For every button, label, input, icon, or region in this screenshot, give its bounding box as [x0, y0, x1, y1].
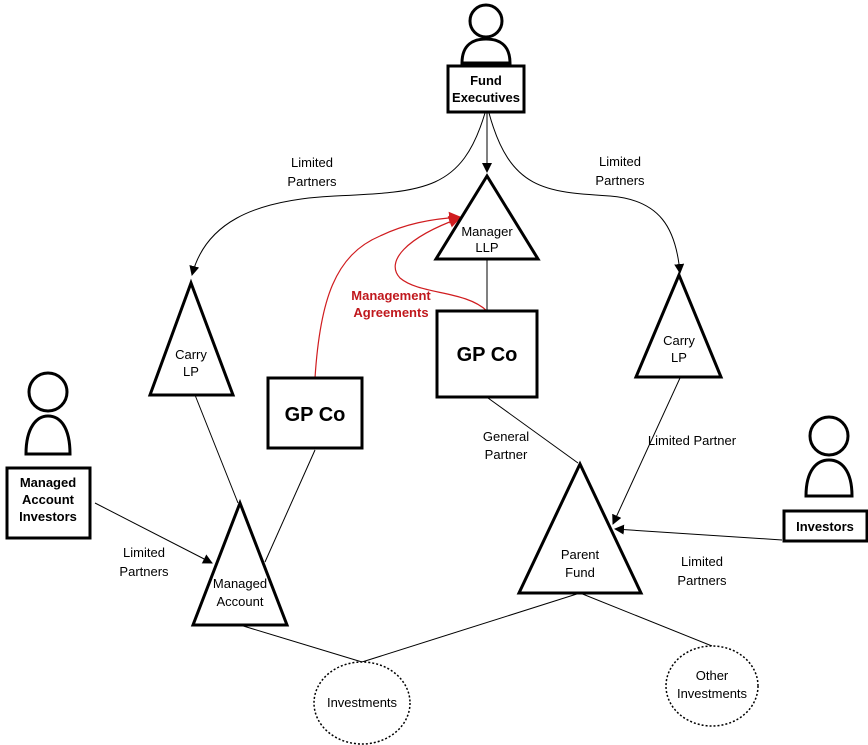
carry-lp-right-label-2: LP: [671, 350, 687, 365]
management-agreement-arrow-gpco-left: [314, 211, 461, 379]
gp-co-left-label: GP Co: [285, 404, 346, 426]
edge-parent-fund-to-other-investments: [579, 592, 713, 647]
person-icon: [804, 415, 854, 498]
edge-mai-to-managed-account: [94, 502, 213, 564]
investments-ellipse: Investments: [313, 661, 411, 745]
limited-partners-managed-label-2: Partners: [119, 564, 169, 579]
edge-managed-account-to-investments: [239, 624, 363, 663]
investors-label: Investors: [796, 519, 854, 534]
manager-llp-label-1: Manager: [461, 224, 513, 239]
edge-carry-left-to-managed-account: [194, 394, 239, 504]
person-icon: [24, 371, 72, 456]
edge-parent-fund-to-investments: [361, 592, 581, 663]
limited-partners-left-label-1: Limited: [291, 155, 333, 170]
managed-account-investors-label-1: Managed: [20, 475, 76, 490]
management-agreements-label-1: Management: [351, 288, 431, 303]
limited-partners-managed-label-1: Limited: [123, 545, 165, 560]
other-investments-label-1: Other: [696, 668, 729, 683]
managed-account-triangle: Managed Account: [190, 498, 290, 627]
management-agreement-arrow-gpco-center: [394, 216, 488, 312]
general-partner-label-1: General: [483, 429, 529, 444]
manager-llp-label-2: LLP: [475, 240, 498, 255]
other-investments-label-2: Investments: [677, 686, 748, 701]
management-agreements-label-2: Agreements: [353, 305, 428, 320]
managed-account-investors-label-3: Investors: [19, 509, 77, 524]
fund-executives-label-1: Fund: [470, 73, 502, 88]
edge-investors-to-parent-fund: [614, 524, 783, 541]
gp-co-center-label: GP Co: [457, 344, 518, 366]
carry-lp-left-label-1: Carry: [175, 347, 207, 362]
limited-partners-right-label-1: Limited: [599, 154, 641, 169]
limited-partners-investors-label-2: Partners: [677, 573, 727, 588]
person-icon: [460, 3, 512, 65]
manager-llp-triangle: Manager LLP: [433, 173, 541, 261]
edge-gpco-left-to-managed-account: [264, 449, 316, 563]
fund-executives-box: Fund Executives: [446, 64, 526, 114]
edge-gpco-center-to-parent-fund: [487, 397, 579, 464]
edge-carry-right-to-parent-fund: [612, 377, 681, 525]
carry-lp-right-triangle: Carry LP: [633, 271, 724, 379]
limited-partners-investors-label-1: Limited: [681, 554, 723, 569]
parent-fund-label-2: Fund: [565, 565, 595, 580]
managed-account-investors-box: Managed Account Investors: [5, 466, 92, 540]
general-partner-label-2: Partner: [485, 447, 528, 462]
managed-account-label-2: Account: [217, 594, 264, 609]
investments-label: Investments: [327, 695, 398, 710]
limited-partner-label: Limited Partner: [648, 433, 737, 448]
managed-account-investors-label-2: Account: [22, 492, 75, 507]
investors-box: Investors: [782, 509, 868, 543]
edge-executives-to-carry-left: [189, 112, 486, 276]
other-investments-ellipse: Other Investments: [665, 645, 759, 727]
fund-executives-label-2: Executives: [452, 90, 520, 105]
limited-partners-right-label-2: Partners: [595, 173, 645, 188]
carry-lp-right-label-1: Carry: [663, 333, 695, 348]
edge-executives-to-carry-right: [488, 112, 685, 274]
carry-lp-left-label-2: LP: [183, 364, 199, 379]
carry-lp-left-triangle: Carry LP: [147, 278, 236, 397]
gp-co-center-box: GP Co: [435, 309, 539, 399]
parent-fund-label-1: Parent: [561, 547, 600, 562]
limited-partners-left-label-2: Partners: [287, 174, 337, 189]
managed-account-label-1: Managed: [213, 576, 267, 591]
gp-co-left-box: GP Co: [266, 376, 364, 450]
parent-fund-triangle: Parent Fund: [516, 460, 644, 595]
